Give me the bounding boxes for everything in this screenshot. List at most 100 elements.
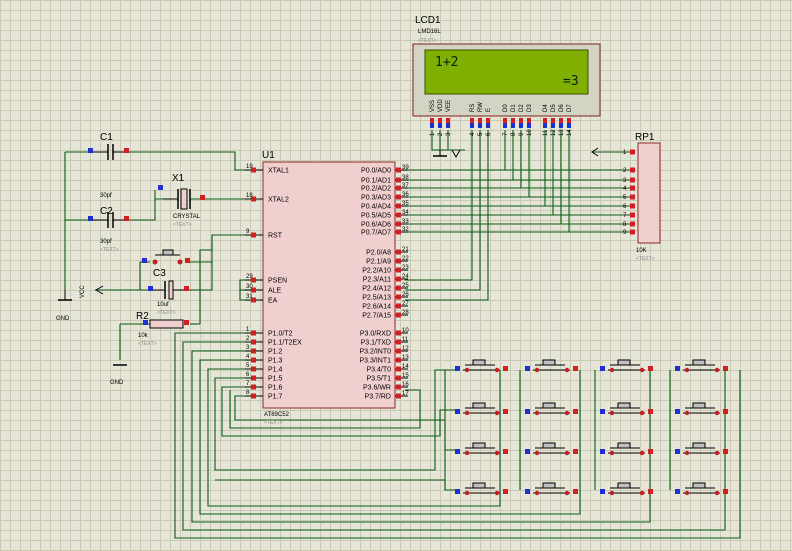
mcu-pin-stub[interactable] bbox=[396, 312, 401, 318]
mcu-pin-stub[interactable] bbox=[251, 375, 256, 381]
mcu-pin-stub[interactable] bbox=[251, 167, 256, 173]
mcu-pin-stub[interactable] bbox=[396, 303, 401, 309]
mcu-pin-stub[interactable] bbox=[251, 384, 256, 390]
mcu-pin-stub[interactable] bbox=[396, 212, 401, 218]
mcu-pin-stub[interactable] bbox=[396, 258, 401, 264]
mcu-pin-stub[interactable] bbox=[396, 267, 401, 273]
keypad-button[interactable] bbox=[525, 442, 578, 456]
mcu-pin-stub[interactable] bbox=[396, 185, 401, 191]
lcd-pin-stub[interactable] bbox=[470, 118, 474, 123]
capacitor-c1[interactable]: C1 bbox=[88, 132, 129, 160]
mcu-pin-stub[interactable] bbox=[396, 221, 401, 227]
rp1-pin-stub[interactable] bbox=[630, 177, 635, 183]
keypad-button[interactable] bbox=[600, 402, 653, 416]
lcd-pin-stub[interactable] bbox=[519, 118, 523, 123]
crystal-x1[interactable]: X1 CRYSTAL <TEXT> bbox=[158, 173, 205, 228]
mcu-pin-stub[interactable] bbox=[251, 348, 256, 354]
mcu-pin-stub[interactable] bbox=[251, 232, 256, 238]
mcu-pin-stub[interactable] bbox=[251, 297, 256, 303]
rp1-pin-stub[interactable] bbox=[630, 203, 635, 209]
mcu-pin-stub[interactable] bbox=[251, 357, 256, 363]
lcd-pin-stub[interactable] bbox=[486, 118, 490, 123]
mcu-pin-stub[interactable] bbox=[396, 357, 401, 363]
mcu-pin-stub[interactable] bbox=[251, 339, 256, 345]
rp1-pin-stub[interactable] bbox=[630, 167, 635, 173]
keypad-button[interactable] bbox=[455, 359, 508, 373]
mcu-at89c52[interactable]: U1 AT89C52 <TEXT> 19XTAL118XTAL29RST29PS… bbox=[245, 150, 409, 426]
lcd-pin-stub[interactable] bbox=[551, 123, 555, 128]
lcd-pin-stub[interactable] bbox=[438, 118, 442, 123]
lcd-pin-stub[interactable] bbox=[567, 118, 571, 123]
lcd-pin-stub[interactable] bbox=[503, 118, 507, 123]
mcu-pin-stub[interactable] bbox=[396, 203, 401, 209]
mcu-pin-stub[interactable] bbox=[251, 330, 256, 336]
lcd-pin-stub[interactable] bbox=[511, 118, 515, 123]
keypad-button[interactable] bbox=[600, 482, 653, 496]
capacitor-c3[interactable]: C3 10uf <TEXT> bbox=[148, 268, 189, 316]
mcu-pin-stub[interactable] bbox=[396, 194, 401, 200]
lcd-pin-stub[interactable] bbox=[543, 123, 547, 128]
lcd-pin-stub[interactable] bbox=[446, 123, 450, 128]
keypad-button[interactable] bbox=[525, 482, 578, 496]
mcu-pin-stub[interactable] bbox=[251, 277, 256, 283]
lcd-pin-stub[interactable] bbox=[527, 118, 531, 123]
lcd-pin-stub[interactable] bbox=[559, 123, 563, 128]
keypad-button[interactable] bbox=[675, 482, 728, 496]
keypad-button[interactable] bbox=[600, 442, 653, 456]
mcu-pin-stub[interactable] bbox=[396, 348, 401, 354]
lcd-pin-stub[interactable] bbox=[527, 123, 531, 128]
mcu-pin-stub[interactable] bbox=[396, 294, 401, 300]
lcd-pin-stub[interactable] bbox=[543, 118, 547, 123]
mcu-pin-stub[interactable] bbox=[396, 375, 401, 381]
lcd-pin-stub[interactable] bbox=[486, 123, 490, 128]
mcu-pin-stub[interactable] bbox=[396, 393, 401, 399]
lcd-pin-stub[interactable] bbox=[430, 118, 434, 123]
mcu-pin-stub[interactable] bbox=[251, 366, 256, 372]
rp1-pin-stub[interactable] bbox=[630, 149, 635, 155]
rp1-pin-stub[interactable] bbox=[630, 221, 635, 227]
mcu-pin-stub[interactable] bbox=[251, 196, 256, 202]
lcd-pin-stub[interactable] bbox=[478, 123, 482, 128]
mcu-pin-stub[interactable] bbox=[251, 287, 256, 293]
keypad-button[interactable] bbox=[675, 402, 728, 416]
keypad-button[interactable] bbox=[525, 402, 578, 416]
resistor-r2[interactable]: R2 10k <TEXT> bbox=[136, 311, 189, 347]
lcd-pin-stub[interactable] bbox=[446, 118, 450, 123]
lcd-pin-stub[interactable] bbox=[478, 118, 482, 123]
reset-button[interactable] bbox=[142, 249, 190, 265]
keypad-button[interactable] bbox=[675, 442, 728, 456]
keypad-button[interactable] bbox=[525, 359, 578, 373]
keypad-button[interactable] bbox=[455, 402, 508, 416]
lcd-pin-stub[interactable] bbox=[503, 123, 507, 128]
keypad-matrix[interactable] bbox=[455, 359, 728, 496]
mcu-pin-stub[interactable] bbox=[396, 177, 401, 183]
mcu-pin-stub[interactable] bbox=[251, 393, 256, 399]
lcd-pin-stub[interactable] bbox=[470, 123, 474, 128]
lcd-pin-stub[interactable] bbox=[567, 123, 571, 128]
keypad-button[interactable] bbox=[600, 359, 653, 373]
capacitor-c2[interactable]: 30pf C2 30pf <TEXT> bbox=[88, 193, 129, 253]
keypad-button[interactable] bbox=[675, 359, 728, 373]
mcu-pin-stub[interactable] bbox=[396, 276, 401, 282]
lcd-module[interactable]: LCD1 LMD16L <TEXT> 1+2 =3 VSS1VDD2VEE3RS… bbox=[412, 15, 601, 136]
rp1-pin-stub[interactable] bbox=[630, 229, 635, 235]
lcd-pin-stub[interactable] bbox=[551, 118, 555, 123]
mcu-pin-stub[interactable] bbox=[396, 366, 401, 372]
lcd-pin-stub[interactable] bbox=[559, 118, 563, 123]
mcu-pin-stub[interactable] bbox=[396, 330, 401, 336]
mcu-pin-stub[interactable] bbox=[396, 339, 401, 345]
mcu-pin-stub[interactable] bbox=[396, 229, 401, 235]
mcu-pin-stub[interactable] bbox=[396, 285, 401, 291]
keypad-button[interactable] bbox=[455, 442, 508, 456]
rp1-pin-stub[interactable] bbox=[630, 185, 635, 191]
rp1-pin-stub[interactable] bbox=[630, 194, 635, 200]
keypad-button[interactable] bbox=[455, 482, 508, 496]
rp1-pin-stub[interactable] bbox=[630, 212, 635, 218]
lcd-pin-stub[interactable] bbox=[511, 123, 515, 128]
mcu-pin-stub[interactable] bbox=[396, 167, 401, 173]
lcd-pin-stub[interactable] bbox=[519, 123, 523, 128]
lcd-pin-stub[interactable] bbox=[430, 123, 434, 128]
mcu-pin-stub[interactable] bbox=[396, 249, 401, 255]
